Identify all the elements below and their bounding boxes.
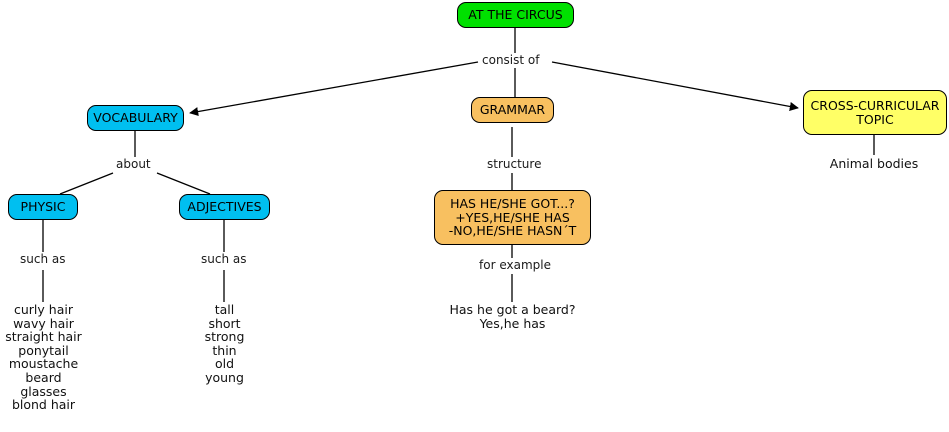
node-grammar-structure[interactable]: HAS HE/SHE GOT...? +YES,HE/SHE HAS -NO,H… [434, 190, 591, 245]
link-label-such-as-adjectives: such as [198, 252, 250, 266]
node-physic[interactable]: PHYSIC [8, 194, 78, 220]
leaf-physic-list: curly hair wavy hair straight hair ponyt… [5, 302, 82, 413]
link-label-for-example: for example [476, 258, 554, 272]
node-cross-curricular-topic[interactable]: CROSS-CURRICULAR TOPIC [803, 90, 947, 135]
leaf-example-text: Has he got a beard? Yes,he has [449, 302, 576, 331]
link-label-such-as-physic: such as [17, 252, 69, 266]
leaf-animal-bodies: Animal bodies [829, 156, 919, 171]
edge-consistof-to-cross-curricular [551, 61, 799, 111]
edge-about-to-adjectives [156, 172, 211, 195]
node-adjectives[interactable]: ADJECTIVES [179, 194, 270, 220]
leaf-adjectives-list: tall short strong thin old young [204, 302, 245, 385]
edge-about-to-physic [59, 172, 114, 195]
edge-consistof-to-vocabulary [189, 61, 479, 117]
node-grammar[interactable]: GRAMMAR [471, 97, 554, 123]
node-at-the-circus[interactable]: AT THE CIRCUS [457, 2, 574, 28]
link-label-consist-of: consist of [479, 53, 543, 67]
node-vocabulary[interactable]: VOCABULARY [87, 105, 184, 131]
link-label-about: about [113, 157, 154, 171]
link-label-structure: structure [484, 157, 545, 171]
